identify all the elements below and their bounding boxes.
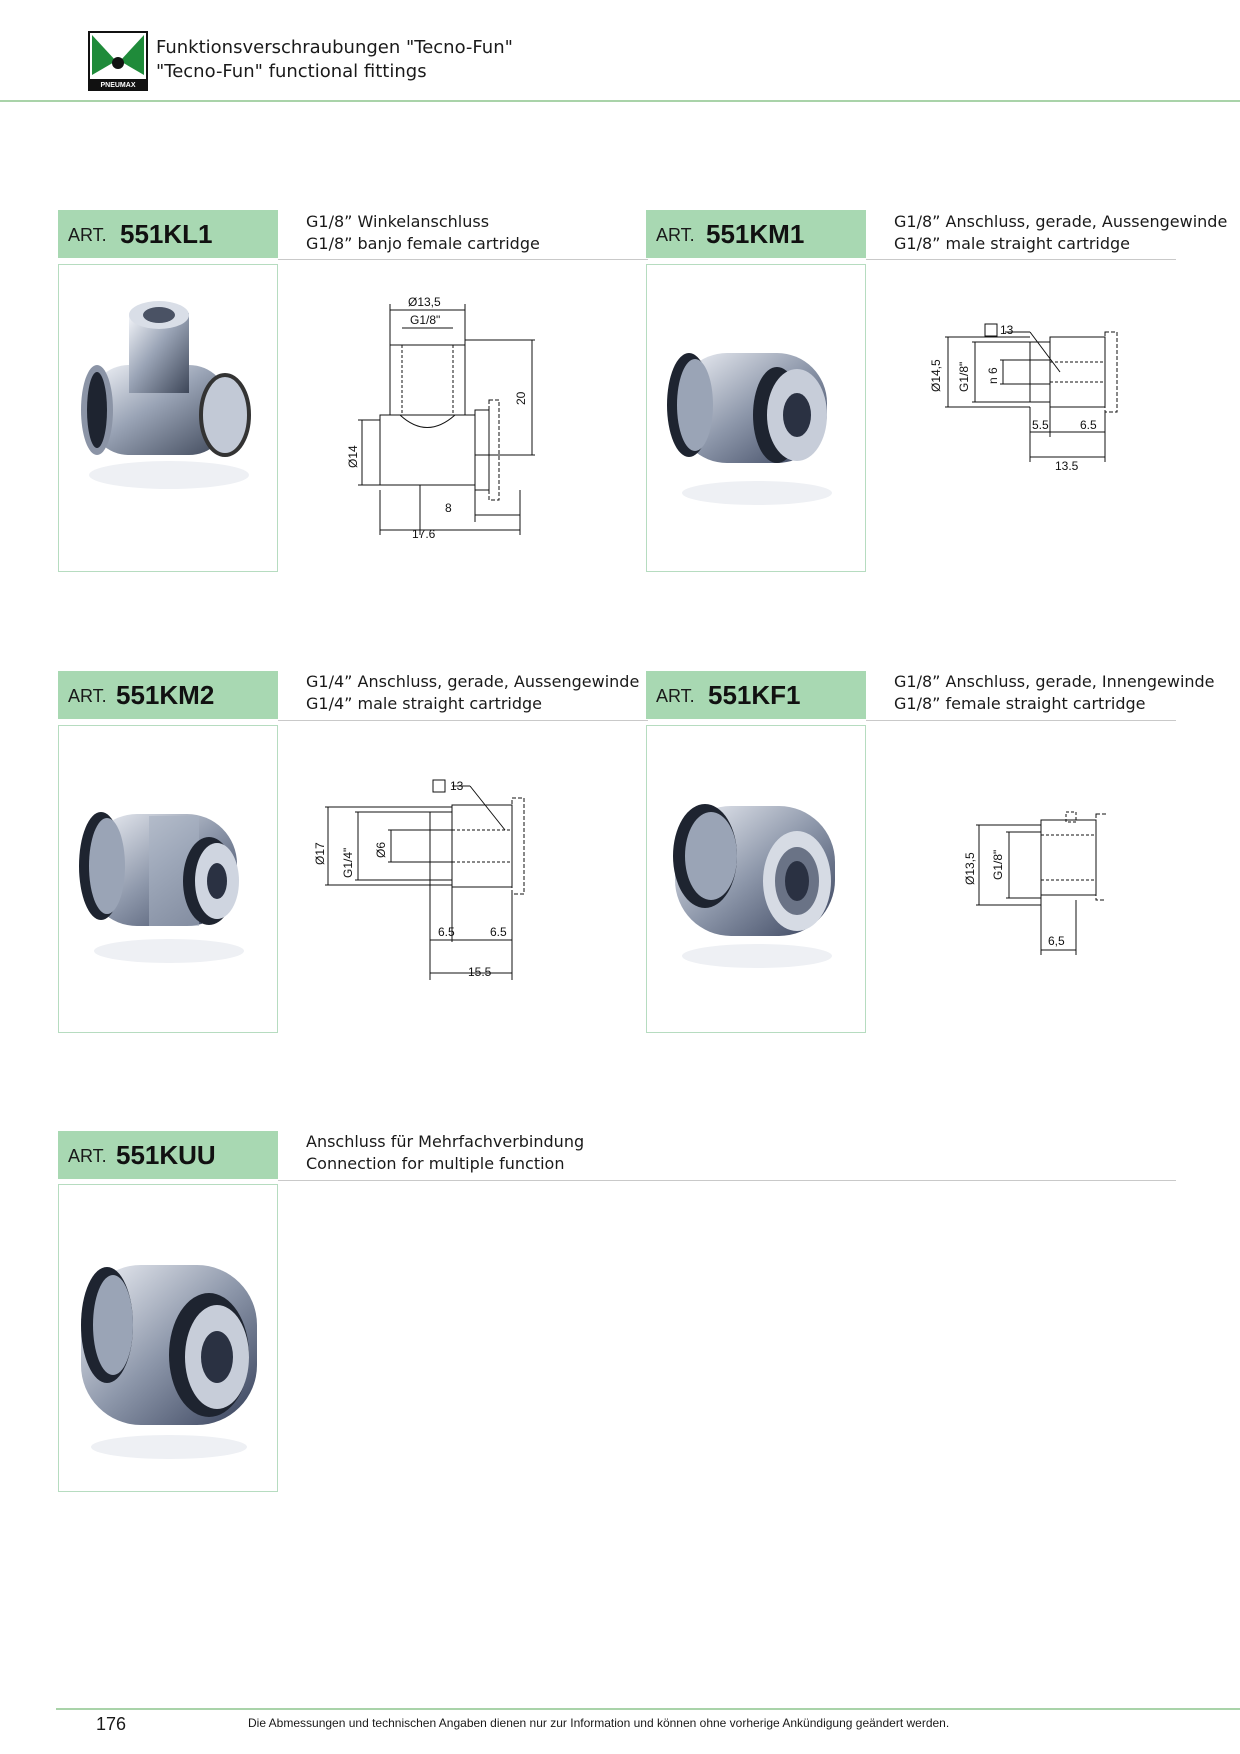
dim-length: 6,5	[1048, 934, 1065, 948]
dim-length-2: 6.5	[490, 925, 507, 939]
article-description: G1/8” Winkelanschluss G1/8” banjo female…	[306, 211, 540, 255]
description-en: Connection for multiple function	[306, 1154, 565, 1173]
article-code: 551KM1	[706, 219, 805, 249]
article-code: 551KUU	[116, 1140, 216, 1170]
article-prefix: ART.	[656, 686, 695, 706]
dim-height: 20	[514, 391, 528, 405]
article-prefix: ART.	[68, 225, 107, 245]
header-divider	[0, 100, 1240, 102]
description-de: G1/8” Winkelanschluss	[306, 212, 490, 231]
description-de: G1/8” Anschluss, gerade, Innengewinde	[894, 672, 1215, 691]
article-description: Anschluss für Mehrfachverbindung Connect…	[306, 1131, 584, 1175]
male-cartridge-g14-icon	[79, 812, 244, 963]
description-divider	[278, 720, 648, 721]
dim-length-1: 6.5	[438, 925, 455, 939]
product-photo-551KM2	[58, 725, 278, 1033]
dim-n: n 6	[986, 367, 1000, 384]
dim-thread: G1/8"	[957, 362, 971, 392]
dim-thread: G1/8"	[991, 850, 1005, 880]
product-photo-551KUU	[58, 1184, 278, 1492]
product-photo-551KM1	[646, 264, 866, 572]
technical-drawing-551KM1: 13 Ø14,5 G1/8" n 6 5.5 6.5 13.5	[929, 323, 1118, 473]
description-divider	[866, 259, 1176, 260]
article-label-band: ART. 551KM2	[58, 671, 278, 719]
dim-wrench: 13	[1000, 323, 1014, 337]
elbow-fitting-icon	[81, 301, 251, 489]
footer-divider	[56, 1708, 1240, 1710]
dim-length-1: 5.5	[1032, 418, 1049, 432]
description-divider	[866, 720, 1176, 721]
description-de: G1/8” Anschluss, gerade, Aussengewinde	[894, 212, 1228, 231]
dim-diameter: Ø14,5	[929, 359, 943, 392]
dim-length-total: 15.5	[468, 965, 492, 979]
article-code: 551KF1	[708, 680, 801, 710]
article-prefix: ART.	[68, 686, 107, 706]
article-label-band: ART. 551KL1	[58, 210, 278, 258]
description-de: Anschluss für Mehrfachverbindung	[306, 1132, 585, 1151]
article-description: G1/8” Anschluss, gerade, Innengewinde G1…	[894, 671, 1215, 715]
footer-disclaimer: Die Abmessungen und technischen Angaben …	[248, 1716, 950, 1730]
article-prefix: ART.	[656, 225, 695, 245]
product-photo-551KL1	[58, 264, 278, 572]
dim-inner-diameter: Ø6	[374, 842, 388, 858]
header-title: Funktionsverschraubungen "Tecno-Fun" "Te…	[156, 36, 513, 84]
description-de: G1/4” Anschluss, gerade, Aussengewinde	[306, 672, 640, 691]
page-number: 176	[96, 1714, 127, 1734]
article-label-band: ART. 551KM1	[646, 210, 866, 258]
pneumax-logo-icon: PNEUMAX	[88, 31, 148, 91]
dim-length-2: 6.5	[1080, 418, 1097, 432]
male-cartridge-icon	[667, 353, 832, 505]
technical-drawing-551KM2: 13 Ø17 G1/4" Ø6 6.5 6.5 15.5	[313, 779, 525, 980]
dim-wrench: 13	[450, 779, 464, 793]
description-divider	[278, 1180, 1176, 1181]
article-code: 551KL1	[120, 219, 213, 249]
description-divider	[278, 259, 648, 260]
product-photo-551KF1	[646, 725, 866, 1033]
dim-width-short: 8	[445, 501, 452, 515]
multiple-connection-icon	[81, 1265, 257, 1459]
description-en: G1/8” banjo female cartridge	[306, 234, 540, 253]
description-en: G1/4” male straight cartridge	[306, 694, 543, 713]
technical-drawing-551KF1: Ø13,5 G1/8" 6,5	[963, 811, 1106, 955]
article-code: 551KM2	[116, 680, 215, 710]
dim-diameter: Ø17	[313, 842, 327, 865]
article-label-band: ART. 551KF1	[646, 671, 866, 719]
female-cartridge-icon	[673, 804, 835, 968]
article-label-band: ART. 551KUU	[58, 1131, 278, 1179]
description-en: G1/8” male straight cartridge	[894, 234, 1131, 253]
logo-text: PNEUMAX	[100, 82, 135, 89]
dim-diameter: Ø13,5	[963, 852, 977, 885]
header-title-de: Funktionsverschraubungen "Tecno-Fun"	[156, 37, 513, 58]
article-description: G1/8” Anschluss, gerade, Aussengewinde G…	[894, 211, 1227, 255]
page-header: PNEUMAX Funktionsverschraubungen "Tecno-…	[0, 0, 1240, 102]
article-prefix: ART.	[68, 1146, 107, 1166]
dim-length-total: 13.5	[1055, 459, 1079, 473]
article-description: G1/4” Anschluss, gerade, Aussengewinde G…	[306, 671, 639, 715]
description-en: G1/8” female straight cartridge	[894, 694, 1146, 713]
dim-width-total: 17.6	[412, 527, 436, 540]
dim-diameter-body: Ø14	[346, 445, 360, 468]
dim-diameter-top: Ø13,5	[408, 295, 441, 309]
header-title-en: "Tecno-Fun" functional fittings	[156, 61, 427, 82]
dim-thread: G1/4"	[341, 848, 355, 878]
technical-drawing-551KL1: Ø13,5 G1/8" 20 Ø14 8 17.6	[346, 295, 535, 540]
dim-thread: G1/8"	[410, 313, 440, 327]
